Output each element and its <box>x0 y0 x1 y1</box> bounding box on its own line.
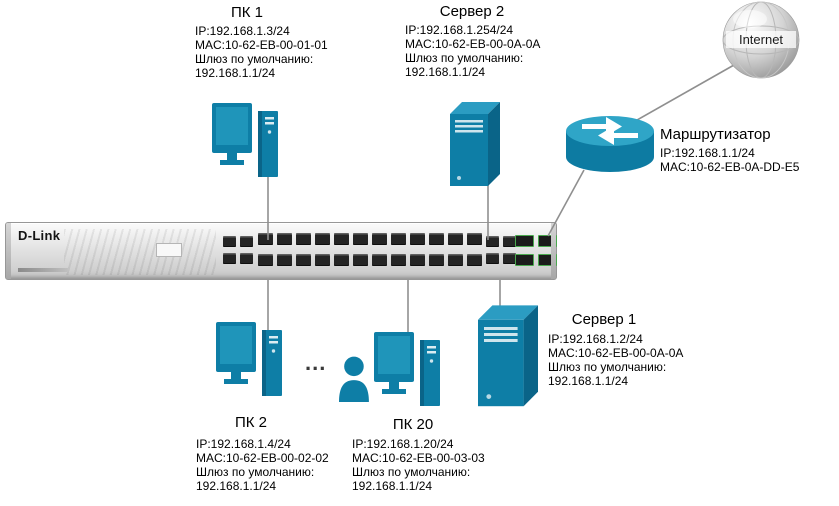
rj45-port <box>240 236 253 247</box>
internet-label: Internet <box>739 32 783 47</box>
detail-line: IP:192.168.1.1/24 <box>660 146 755 160</box>
rj45-port <box>410 233 425 245</box>
rj45-port <box>223 236 236 247</box>
pc2-icon <box>216 322 282 396</box>
rj45-port <box>410 254 425 266</box>
rj45-port <box>258 254 273 266</box>
pc1-icon <box>212 103 278 177</box>
switch-vents <box>64 229 216 275</box>
switch-brand: D-Link <box>18 228 61 243</box>
switch-model-text <box>18 268 68 272</box>
link-internet-router <box>629 64 735 125</box>
sfp-port <box>515 254 534 266</box>
user-icon <box>339 356 369 402</box>
rj45-port <box>258 233 273 245</box>
rj45-port <box>391 254 406 266</box>
detail-line: IP:192.168.1.254/24 <box>405 23 514 37</box>
switch-uplink-ports <box>486 236 516 264</box>
detail-line: Шлюз по умолчанию: <box>195 52 314 66</box>
switch-console-ports <box>223 236 253 264</box>
sfp-port <box>515 235 534 247</box>
switch-sticker <box>156 243 182 257</box>
pc1-label: ПК 1 <box>230 4 264 21</box>
rj45-port <box>353 233 368 245</box>
rj45-port <box>503 236 516 247</box>
router-icon <box>566 116 654 172</box>
rj45-port <box>277 233 292 245</box>
rj45-port <box>334 233 349 245</box>
detail-line: IP:192.168.1.2/24 <box>548 332 643 346</box>
detail-line: MAC:10-62-EB-0A-DD-E5 <box>660 160 800 174</box>
rj45-port <box>296 254 311 266</box>
detail-line: IP:192.168.1.3/24 <box>195 24 290 38</box>
rj45-port <box>334 254 349 266</box>
detail-line: MAC:10-62-EB-00-01-01 <box>195 38 328 52</box>
detail-line: MAC:10-62-EB-00-0A-0A <box>548 346 684 360</box>
server1-icon <box>478 305 538 407</box>
rj45-port <box>296 233 311 245</box>
rj45-port <box>372 233 387 245</box>
rj45-port <box>486 236 499 247</box>
rj45-port <box>429 254 444 266</box>
switch-main-ports <box>258 233 482 266</box>
detail-line: IP:192.168.1.20/24 <box>352 437 454 451</box>
detail-line: Шлюз по умолчанию: <box>352 465 471 479</box>
sfp-port <box>538 235 557 247</box>
detail-line: MAC:10-62-EB-00-0A-0A <box>405 37 541 51</box>
sfp-port <box>538 254 557 266</box>
detail-line: Шлюз по умолчанию: <box>548 360 667 374</box>
rj45-port <box>315 233 330 245</box>
detail-line: 192.168.1.1/24 <box>548 374 629 388</box>
rj45-port <box>467 254 482 266</box>
detail-line: 192.168.1.1/24 <box>196 479 277 493</box>
detail-line: 192.168.1.1/24 <box>352 479 433 493</box>
rj45-port <box>223 253 236 264</box>
rj45-port <box>486 253 499 264</box>
rj45-port <box>353 254 368 266</box>
detail-line: MAC:10-62-EB-00-03-03 <box>352 451 485 465</box>
rj45-port <box>315 254 330 266</box>
router-label: Маршрутизатор <box>660 126 771 143</box>
server2-icon <box>450 102 500 186</box>
detail-line: 192.168.1.1/24 <box>405 65 486 79</box>
switch-dlink: D-Link <box>5 222 557 280</box>
internet-globe-icon: Internet <box>722 1 800 79</box>
rj45-port <box>448 233 463 245</box>
more-pcs-ellipsis: ... <box>305 350 327 375</box>
pc20-icon <box>374 332 440 406</box>
rj45-port <box>429 233 444 245</box>
detail-line: MAC:10-62-EB-00-02-02 <box>196 451 329 465</box>
switch-sfp-ports <box>515 235 557 266</box>
rj45-port <box>503 253 516 264</box>
rj45-port <box>372 254 387 266</box>
detail-line: Шлюз по умолчанию: <box>196 465 315 479</box>
rj45-port <box>240 253 253 264</box>
rj45-port <box>391 233 406 245</box>
detail-line: 192.168.1.1/24 <box>195 66 276 80</box>
rj45-port <box>467 233 482 245</box>
server1-label: Сервер 1 <box>571 311 637 328</box>
rj45-port <box>277 254 292 266</box>
detail-line: IP:192.168.1.4/24 <box>196 437 291 451</box>
detail-line: Шлюз по умолчанию: <box>405 51 524 65</box>
pc2-label: ПК 2 <box>234 414 268 431</box>
rj45-port <box>448 254 463 266</box>
pc20-label: ПК 20 <box>392 416 434 433</box>
server2-label: Сервер 2 <box>439 3 505 20</box>
